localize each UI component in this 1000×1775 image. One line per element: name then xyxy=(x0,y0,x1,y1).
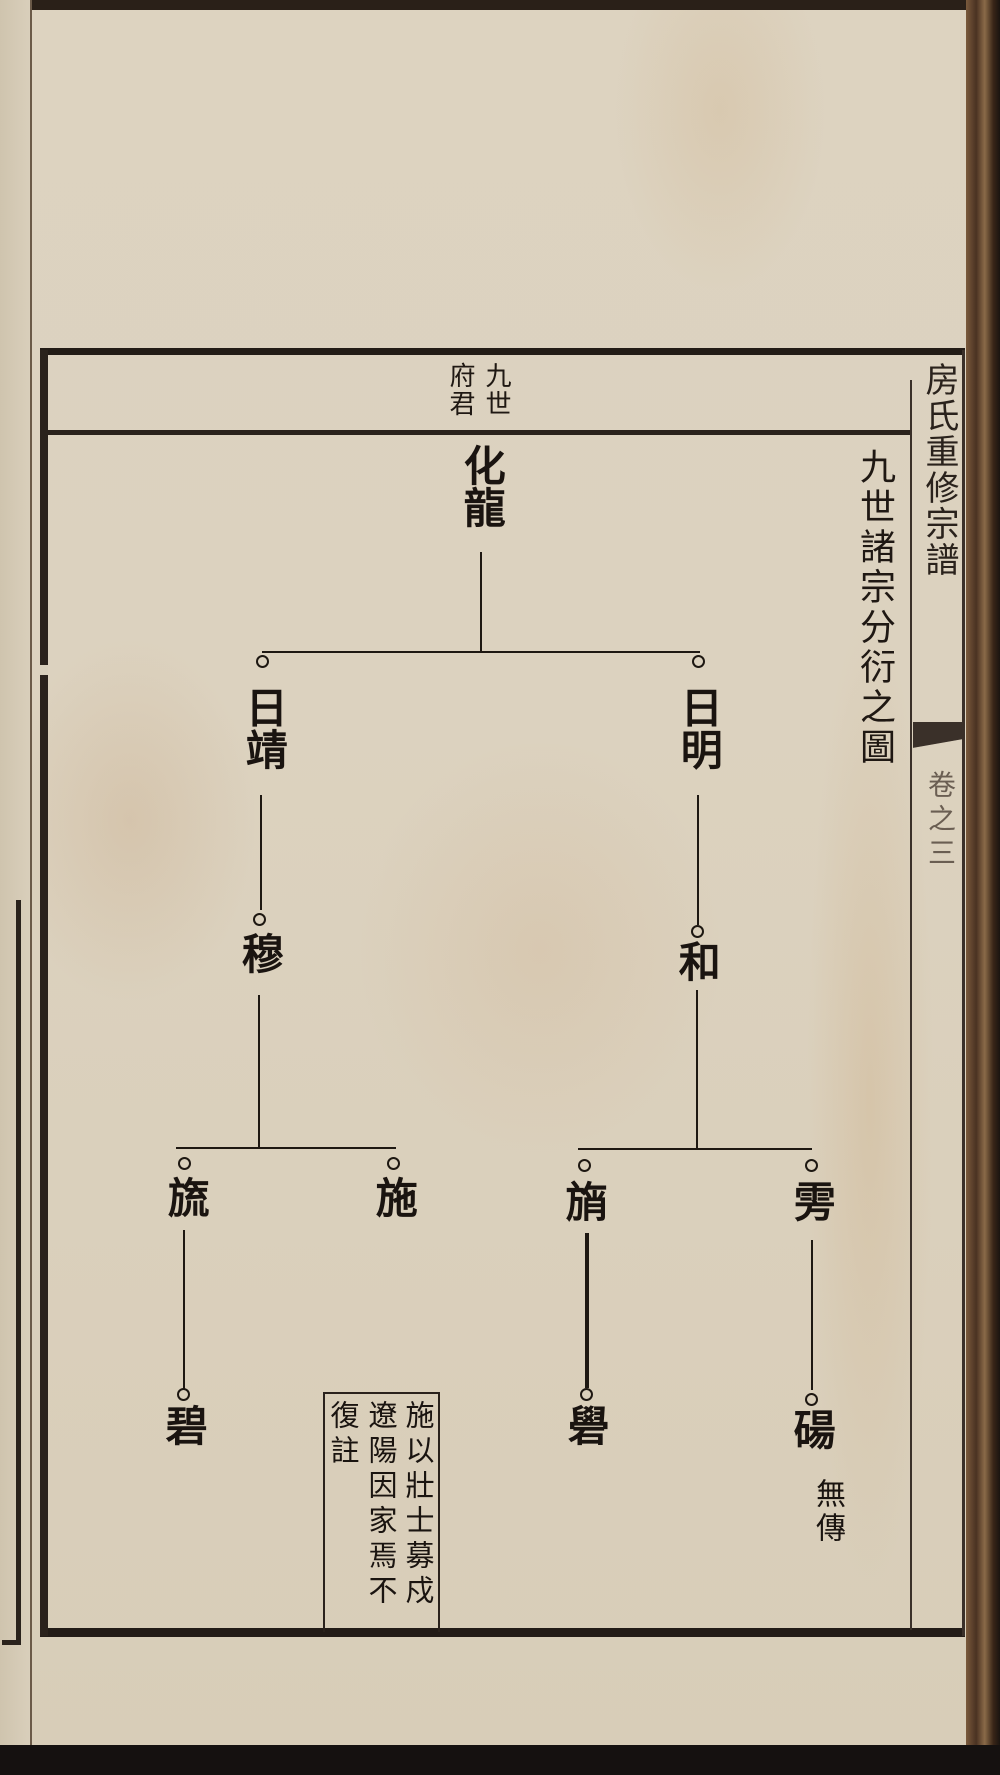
node-marker xyxy=(177,1388,190,1401)
tree-node-root: 化龍 xyxy=(457,444,507,528)
frame-top-border xyxy=(40,348,965,355)
tree-node-gen2-left: 穆 xyxy=(235,932,285,974)
connector-gen3-right-horizontal xyxy=(578,1148,812,1150)
connector-gen2-left-down xyxy=(258,995,260,1148)
frame-bottom-border xyxy=(40,1628,965,1637)
tree-node-gen4-2: 礐 xyxy=(561,1404,611,1446)
scan-top-edge xyxy=(0,0,1000,10)
connector-gen1-horizontal xyxy=(262,651,700,653)
tree-node-gen4-3: 碭 xyxy=(787,1408,837,1450)
connector-root-down xyxy=(480,552,482,652)
node-marker xyxy=(691,925,704,938)
title-column-divider xyxy=(910,380,912,1630)
node-marker xyxy=(256,655,269,668)
annotation-column-3: 復註 xyxy=(326,1400,360,1470)
tree-node-gen3-3: 旓 xyxy=(559,1180,609,1222)
header-divider-line xyxy=(48,430,910,435)
node-marker xyxy=(805,1159,818,1172)
node-marker xyxy=(178,1157,191,1170)
adjacent-page-frame-fragment xyxy=(2,900,21,1645)
tree-node-gen4-1: 碧 xyxy=(159,1404,209,1446)
adjacent-left-page xyxy=(0,0,32,1760)
node-marker xyxy=(387,1157,400,1170)
tree-node-gen1-left: 日靖 xyxy=(239,686,289,770)
frame-left-border xyxy=(40,350,48,1636)
connector-gen1-left-down xyxy=(260,795,262,910)
scan-bottom-edge xyxy=(0,1745,1000,1775)
connector-gen3-1-down xyxy=(183,1230,185,1390)
tree-node-gen2-right: 和 xyxy=(672,940,722,982)
header-honorific: 府君 xyxy=(445,362,475,418)
spine-volume-number: 卷之三 xyxy=(924,770,957,872)
chart-title: 九世諸宗分衍之圖 xyxy=(854,448,895,768)
no-heir-note: 無傳 xyxy=(810,1478,845,1546)
spine-right-border xyxy=(962,350,965,1636)
tree-node-gen3-1: 旒 xyxy=(161,1176,211,1218)
connector-gen3-4-down xyxy=(811,1240,813,1390)
annotation-box xyxy=(323,1392,440,1632)
spine-book-title: 房氏重修宗譜 xyxy=(919,362,959,578)
node-marker xyxy=(578,1159,591,1172)
tree-node-gen1-right: 日明 xyxy=(674,686,724,770)
node-marker xyxy=(692,655,705,668)
connector-gen1-right-down xyxy=(697,795,699,925)
annotation-column-1: 施以壯士募戍 xyxy=(401,1400,435,1610)
node-marker xyxy=(253,913,266,926)
node-marker xyxy=(805,1393,818,1406)
frame-left-gap xyxy=(40,665,48,675)
connector-gen3-left-horizontal xyxy=(176,1147,396,1149)
header-generation: 九世 xyxy=(481,362,511,418)
node-marker xyxy=(580,1388,593,1401)
connector-gen3-3-down xyxy=(585,1233,589,1388)
annotation-column-2: 遼陽因家焉不 xyxy=(364,1400,398,1610)
fish-tail-mark xyxy=(913,722,962,760)
book-binding-edge xyxy=(966,0,1000,1775)
connector-gen2-right-down xyxy=(696,990,698,1148)
tree-node-gen3-4: 雱 xyxy=(787,1180,837,1222)
tree-node-gen3-2: 施 xyxy=(369,1176,419,1218)
